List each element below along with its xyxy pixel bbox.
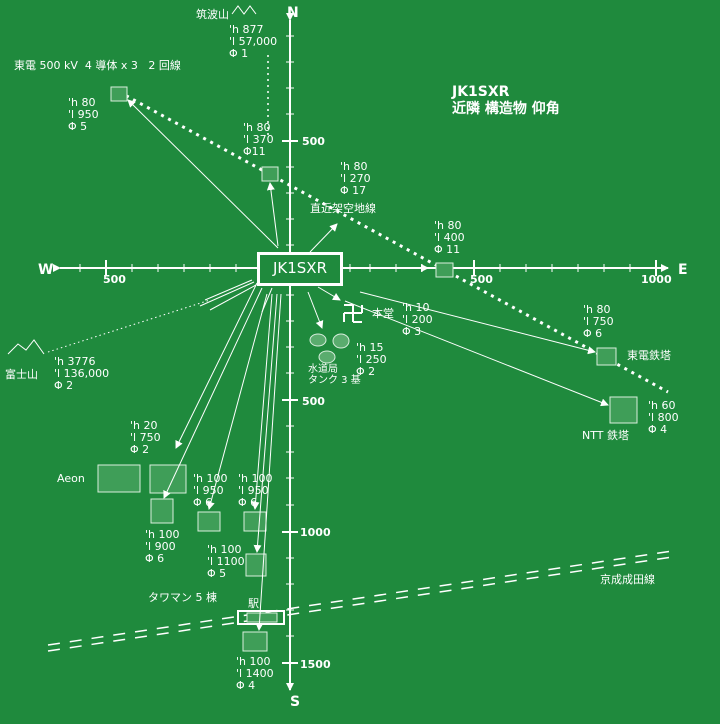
tsukuba-values: 'h 877 'l 57,000 Φ 1: [229, 23, 278, 60]
nw-tower-values: 'h 80 'l 950 Φ 5: [68, 96, 99, 133]
railway-label: 京成成田線: [600, 573, 655, 586]
aeon-box-1: [97, 464, 141, 493]
powerline-label: 東電 500 kV 4 導体 x 3 2 回線: [14, 59, 181, 72]
tower2-box: [197, 511, 221, 532]
overhead-values: 'h 80 'l 270 Φ 17: [340, 160, 371, 197]
short-radials: [199, 279, 273, 313]
n-tower-values: 'h 80 'l 370 Φ11: [243, 121, 274, 158]
toden-label: 東電鉄塔: [627, 349, 671, 362]
tower3-values: 'h 100 'l 950 Φ 6: [238, 472, 273, 509]
overhead-label: 直近架空地線: [310, 202, 376, 215]
tower1-box: [150, 498, 174, 524]
tick-x-e500: 500: [470, 273, 493, 286]
callsign-center-box: JK1SXR: [257, 252, 343, 286]
tick-y-s1500: 1500: [300, 658, 331, 671]
structures: [97, 86, 638, 652]
honodo-label: 本堂: [372, 307, 394, 320]
toden-tower-box: [596, 347, 617, 366]
nw-tower-box: [110, 86, 128, 102]
tower3-box: [243, 511, 267, 532]
power-line: [111, 86, 669, 394]
tower2-values: 'h 100 'l 950 Φ 6: [193, 472, 228, 509]
ntt-tower-box: [609, 396, 638, 424]
temple-manji-icon: [343, 304, 363, 323]
tower-group-label: タワマン 5 棟: [148, 591, 217, 604]
tick-y-s500: 500: [302, 395, 325, 408]
tower5-values: 'h 100 'l 1400 Φ 4: [236, 655, 274, 692]
fuji-values: 'h 3776 'l 136,000 Φ 2: [54, 355, 110, 392]
compass-west: W: [38, 262, 54, 278]
title-callsign: JK1SXR: [452, 84, 510, 100]
tick-y-s1000: 1000: [300, 526, 331, 539]
ticks-vertical: [282, 35, 298, 664]
water-tanks: [309, 333, 350, 364]
honodo-values: 'h 10 'l 200 Φ 3: [402, 301, 433, 338]
tower5-box: [242, 631, 268, 652]
water-label: 水道局 タンク 3 基: [308, 364, 361, 386]
ntt-values: 'h 60 'l 800 Φ 4: [648, 399, 679, 436]
compass-north: N: [287, 5, 299, 21]
tick-y-n500: 500: [302, 135, 325, 148]
e-tower-box: [435, 262, 454, 278]
n-tower-box: [261, 166, 279, 182]
ntt-label: NTT 鉄塔: [582, 429, 629, 442]
tsukuba-label: 筑波山: [196, 8, 229, 21]
e-tower-values: 'h 80 'l 400 Φ 11: [434, 219, 465, 256]
fuji-mountain-icon: [7, 339, 45, 355]
tower4-box: [245, 553, 267, 577]
aeon-label: Aeon: [57, 472, 85, 485]
title-subtitle: 近隣 構造物 仰角: [452, 101, 560, 117]
fuji-label: 富士山: [5, 368, 38, 381]
tsukuba-mountain-icon: [231, 5, 257, 15]
tick-x-w500: 500: [103, 273, 126, 286]
water-values: 'h 15 'l 250 Φ 2: [356, 341, 387, 378]
compass-south: S: [290, 694, 301, 710]
toden-values: 'h 80 'l 750 Φ 6: [583, 303, 614, 340]
tower1-values: 'h 100 'l 900 Φ 6: [145, 528, 180, 565]
aeon-values: 'h 20 'l 750 Φ 2: [130, 419, 161, 456]
tick-x-e1000: 1000: [641, 273, 672, 286]
fuji-sightline: [47, 299, 211, 353]
sight-arrows: [127, 99, 609, 631]
railway-line: [47, 550, 673, 652]
tower4-values: 'h 100 'l 1100 Φ 5: [207, 543, 245, 580]
station-label: 駅: [248, 597, 259, 610]
compass-east: E: [678, 262, 688, 278]
